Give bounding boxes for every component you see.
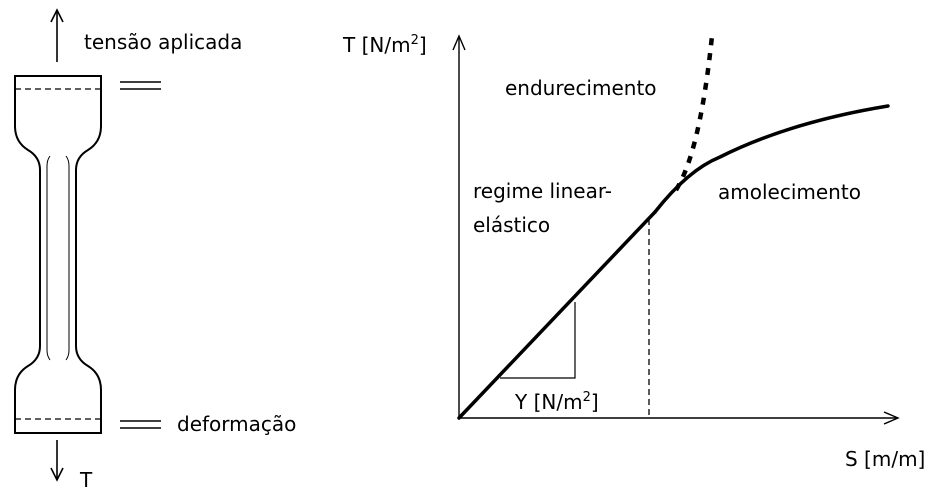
x-axis-label: S [m/m] bbox=[845, 447, 925, 471]
softening-label: amolecimento bbox=[718, 180, 861, 204]
force-label: T bbox=[79, 468, 93, 492]
linear-elastic-label-line1: regime linear- bbox=[473, 179, 612, 203]
applied-stress-label: tensão aplicada bbox=[84, 30, 242, 54]
specimen-inner-right bbox=[65, 155, 70, 361]
slope-triangle bbox=[500, 302, 576, 379]
y-axis-arrow bbox=[452, 34, 466, 51]
bottom-arrow-head bbox=[50, 467, 64, 482]
slope-label: Y [N/m2] bbox=[514, 390, 599, 414]
tensile-specimen: tensão aplicada deformação T bbox=[14, 8, 296, 492]
hardening-label: endurecimento bbox=[505, 76, 657, 100]
y-axis-label: T [N/m2] bbox=[342, 33, 427, 57]
slope-label-close: ] bbox=[591, 390, 599, 414]
slope-label-superscript: 2 bbox=[583, 390, 591, 405]
stress-strain-graph: T [N/m2] S [m/m] Y [N/m2] regime linear-… bbox=[342, 33, 925, 471]
y-axis-label-superscript: 2 bbox=[411, 33, 419, 48]
y-axis-label-close: ] bbox=[419, 33, 427, 57]
specimen-inner-left bbox=[46, 155, 51, 361]
hardening-curve bbox=[674, 35, 715, 192]
x-axis-arrow bbox=[883, 411, 900, 425]
top-arrow-head bbox=[50, 8, 64, 23]
linear-elastic-curve bbox=[457, 210, 657, 420]
specimen-outline bbox=[14, 75, 102, 434]
deformation-label: deformação bbox=[177, 412, 296, 436]
linear-elastic-label-line2: elástico bbox=[473, 213, 550, 237]
